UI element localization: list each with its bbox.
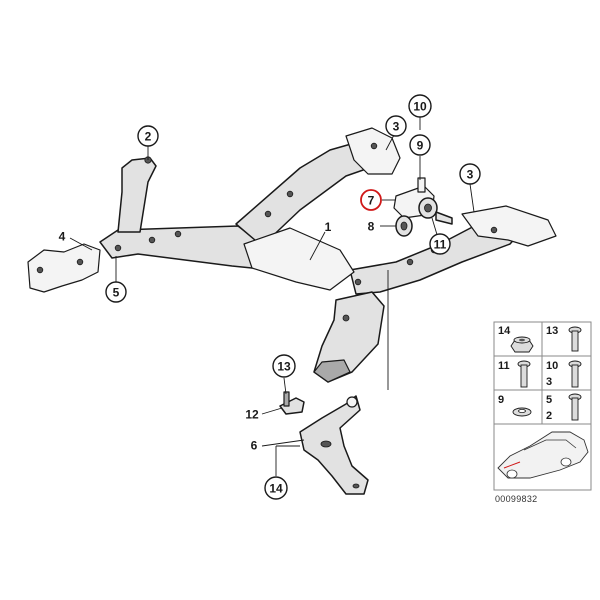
callout-13: 13 <box>272 354 296 378</box>
legend-cell-9: 9 <box>498 394 532 417</box>
callout-10: 10 <box>408 94 432 118</box>
svg-text:11: 11 <box>434 238 447 252</box>
legend-cell-14: 14 <box>498 325 534 353</box>
fastener-legend: 14 13 11 10 3 9 <box>493 321 592 491</box>
callout-4: 4 <box>59 230 66 244</box>
svg-text:10: 10 <box>546 360 558 372</box>
svg-text:8: 8 <box>368 220 375 234</box>
svg-text:13: 13 <box>546 325 558 337</box>
legend-cell-10-3: 10 3 <box>546 360 582 388</box>
svg-text:12: 12 <box>245 408 259 422</box>
svg-text:9: 9 <box>498 394 504 406</box>
svg-text:5: 5 <box>113 286 120 300</box>
callout-2: 2 <box>137 125 159 147</box>
svg-text:10: 10 <box>413 100 427 114</box>
svg-text:14: 14 <box>269 482 283 496</box>
svg-text:7: 7 <box>368 194 375 208</box>
svg-text:14: 14 <box>498 325 511 337</box>
svg-text:5: 5 <box>546 394 552 406</box>
svg-text:3: 3 <box>393 120 400 134</box>
control-arm <box>299 395 369 495</box>
callout-11: 11 <box>429 233 451 255</box>
callout-14: 14 <box>264 476 288 500</box>
car-silhouette-icon <box>497 431 589 479</box>
svg-text:3: 3 <box>467 168 474 182</box>
callout-3-upper: 3 <box>385 115 407 137</box>
svg-text:1: 1 <box>325 220 332 234</box>
bushing-assembly <box>393 177 453 237</box>
legend-cell-5-2: 5 2 <box>546 393 582 422</box>
svg-text:2: 2 <box>546 410 552 422</box>
svg-text:13: 13 <box>277 360 291 374</box>
svg-text:4: 4 <box>59 230 66 244</box>
svg-text:6: 6 <box>251 439 258 453</box>
svg-text:3: 3 <box>546 376 552 388</box>
callout-7: 7 <box>360 189 382 211</box>
callout-6: 6 <box>251 439 258 453</box>
callout-3-right: 3 <box>459 163 481 185</box>
callout-12: 12 <box>245 408 259 422</box>
legend-cell-11: 11 <box>498 360 531 388</box>
callout-8: 8 <box>368 220 375 234</box>
callout-1: 1 <box>325 220 332 234</box>
callout-5: 5 <box>105 281 127 303</box>
svg-text:9: 9 <box>417 139 424 153</box>
legend-cell-13: 13 <box>546 325 582 352</box>
callout-9: 9 <box>409 134 431 156</box>
svg-text:2: 2 <box>145 130 152 144</box>
document-number: 00099832 <box>495 494 538 504</box>
leader-lines <box>69 114 475 476</box>
sensor-bracket <box>279 391 305 415</box>
front-subframe <box>27 127 557 383</box>
svg-text:11: 11 <box>498 360 510 372</box>
